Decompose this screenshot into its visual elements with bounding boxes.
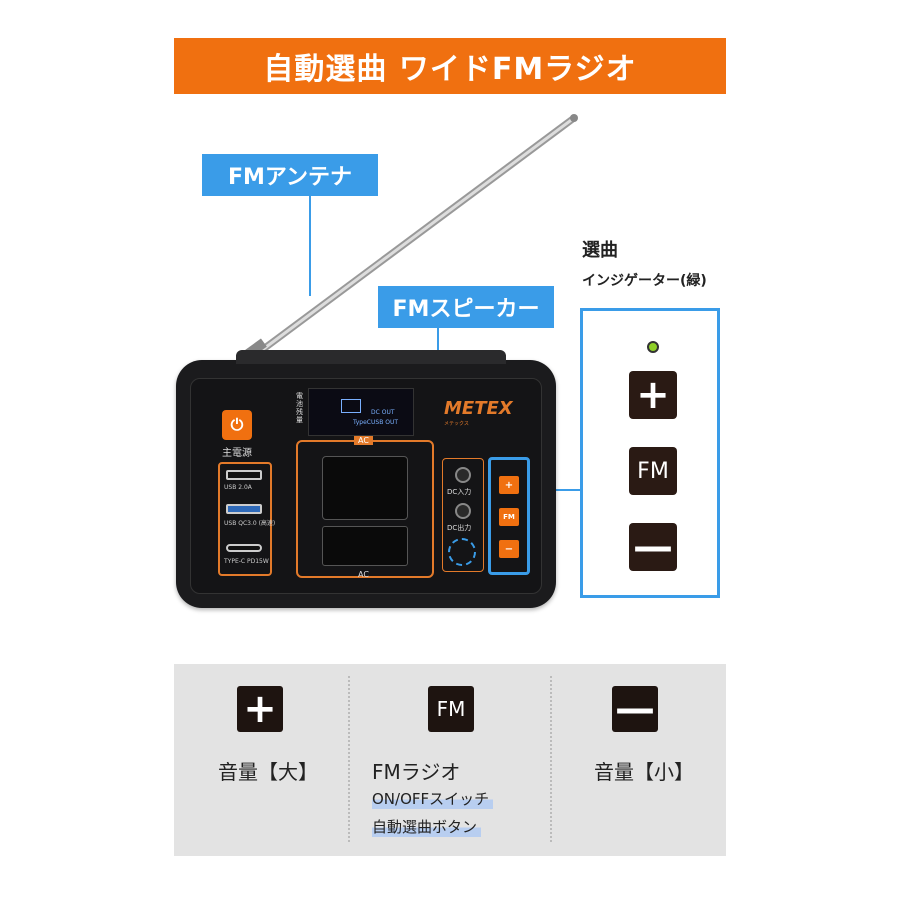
ac-socket-bottom bbox=[322, 526, 408, 566]
usb-port-label: USB QC3.0 (高速) bbox=[224, 520, 276, 527]
radio-button-panel: + FM − bbox=[488, 457, 530, 575]
brand-subtitle: メテックス bbox=[444, 421, 469, 427]
usb-port-panel: USB 2.0A USB QC3.0 (高速) TYPE-C PD15W bbox=[218, 462, 276, 576]
dc-port-panel: DC入力 DC出力 bbox=[442, 458, 484, 572]
volume-up-label: 音量【大】 bbox=[218, 760, 318, 784]
battery-display: TypeC DC OUT USB OUT bbox=[308, 388, 414, 436]
usb-port-2a bbox=[226, 470, 262, 480]
ac-bottom-label: AC bbox=[358, 570, 369, 579]
fm-speaker-grille bbox=[448, 538, 476, 566]
button-legend-panel: + 音量【大】 FM FMラジオ ON/OFFスイッチ 自動選曲ボタン — 音量… bbox=[174, 664, 726, 856]
tuning-indicator-led bbox=[647, 341, 659, 353]
fm-speaker-callout: FMスピーカー bbox=[378, 286, 554, 328]
antenna-leader-line bbox=[309, 196, 311, 296]
zoom-fm-button: FM bbox=[629, 447, 677, 495]
indicator-title: 選曲 bbox=[582, 240, 618, 261]
fm-radio-icon: FM bbox=[428, 686, 474, 732]
battery-level-label: 電池残量 bbox=[296, 392, 303, 424]
ac-top-tag: AC bbox=[354, 436, 373, 445]
ac-outlet-panel bbox=[296, 440, 434, 578]
antenna-illustration bbox=[243, 114, 578, 360]
screen-line-1: DC OUT bbox=[371, 409, 395, 416]
zoom-minus-button: — bbox=[629, 523, 677, 571]
usb-port-label: USB 2.0A bbox=[224, 484, 252, 491]
page-title: 自動選曲 ワイドFMラジオ bbox=[174, 38, 726, 94]
zoom-plus-button: + bbox=[629, 371, 677, 419]
usb-port-typec bbox=[226, 544, 262, 552]
radio-plus-button: + bbox=[499, 476, 519, 494]
volume-down-label: 音量【小】 bbox=[594, 760, 694, 784]
screen-line-2: USB OUT bbox=[371, 419, 399, 426]
indicator-subtitle: インジゲーター(緑) bbox=[582, 273, 707, 289]
dc-output-label: DC出力 bbox=[447, 524, 472, 532]
volume-down-icon: — bbox=[612, 686, 658, 732]
radio-minus-button: − bbox=[499, 540, 519, 558]
screen-type-label: TypeC bbox=[353, 419, 371, 426]
fm-antenna-callout: FMアンテナ bbox=[202, 154, 378, 196]
device-handle bbox=[236, 350, 506, 364]
usb-port-qc3 bbox=[226, 504, 262, 514]
power-label: 主電源 bbox=[222, 448, 252, 459]
dc-input-jack bbox=[455, 467, 471, 483]
power-icon: ⏻ bbox=[222, 410, 252, 440]
auto-tune-label: 自動選曲ボタン bbox=[372, 816, 482, 837]
fm-switch-label: ON/OFFスイッチ bbox=[372, 788, 494, 809]
legend-divider bbox=[348, 676, 350, 842]
dc-input-label: DC入力 bbox=[447, 488, 472, 496]
radio-fm-button: FM bbox=[499, 508, 519, 526]
fm-radio-label: FMラジオ bbox=[372, 760, 461, 784]
legend-divider bbox=[550, 676, 552, 842]
dc-output-jack bbox=[455, 503, 471, 519]
volume-up-icon: + bbox=[237, 686, 283, 732]
ac-socket-top bbox=[322, 456, 408, 520]
brand-logo: METEX bbox=[444, 398, 513, 419]
usb-port-label: TYPE-C PD15W bbox=[224, 558, 269, 565]
battery-icon bbox=[341, 399, 361, 413]
button-zoom-panel: + FM — bbox=[580, 308, 720, 598]
